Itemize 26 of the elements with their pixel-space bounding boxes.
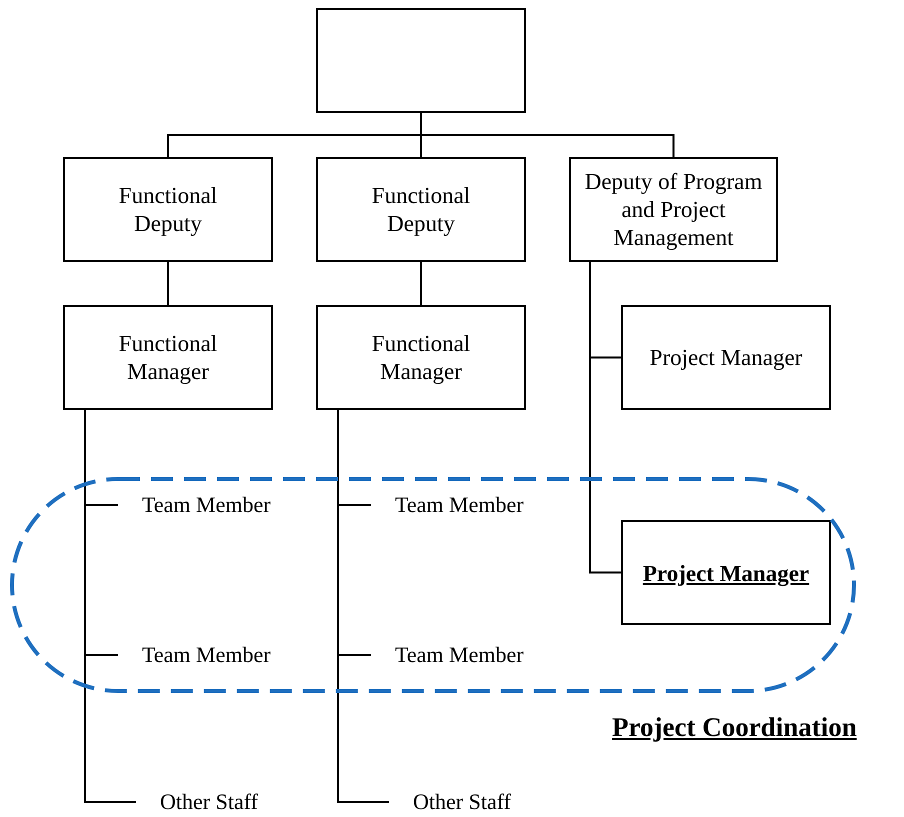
empty-box [316,8,526,113]
connector-line [589,262,621,574]
staff-label: Other Staff [160,788,258,816]
role-label: Functional Deputy [118,182,218,238]
staff-label: Team Member [142,491,271,519]
org-box [621,305,831,410]
role-label: Functional Deputy [370,182,472,238]
staff-label: Team Member [142,641,271,669]
staff-label: Team Member [395,641,524,669]
staff-label: Other Staff [413,788,511,816]
org-box [63,305,273,410]
role-label: Project Manager [642,560,810,588]
connector-line [167,262,169,305]
group-caption: Project Coordination [612,712,857,743]
role-label: Deputy of Program and Project Management [584,168,764,252]
org-box [63,157,273,262]
role-label: Functional Manager [118,330,218,386]
org-box [569,157,778,262]
org-box [621,520,831,625]
role-label: Functional Manager [370,330,472,386]
connector-line [420,262,422,305]
role-label: Project Manager [650,344,802,372]
org-box [316,305,526,410]
staff-label: Team Member [395,491,524,519]
org-box [316,157,526,262]
connector-line [420,113,674,157]
